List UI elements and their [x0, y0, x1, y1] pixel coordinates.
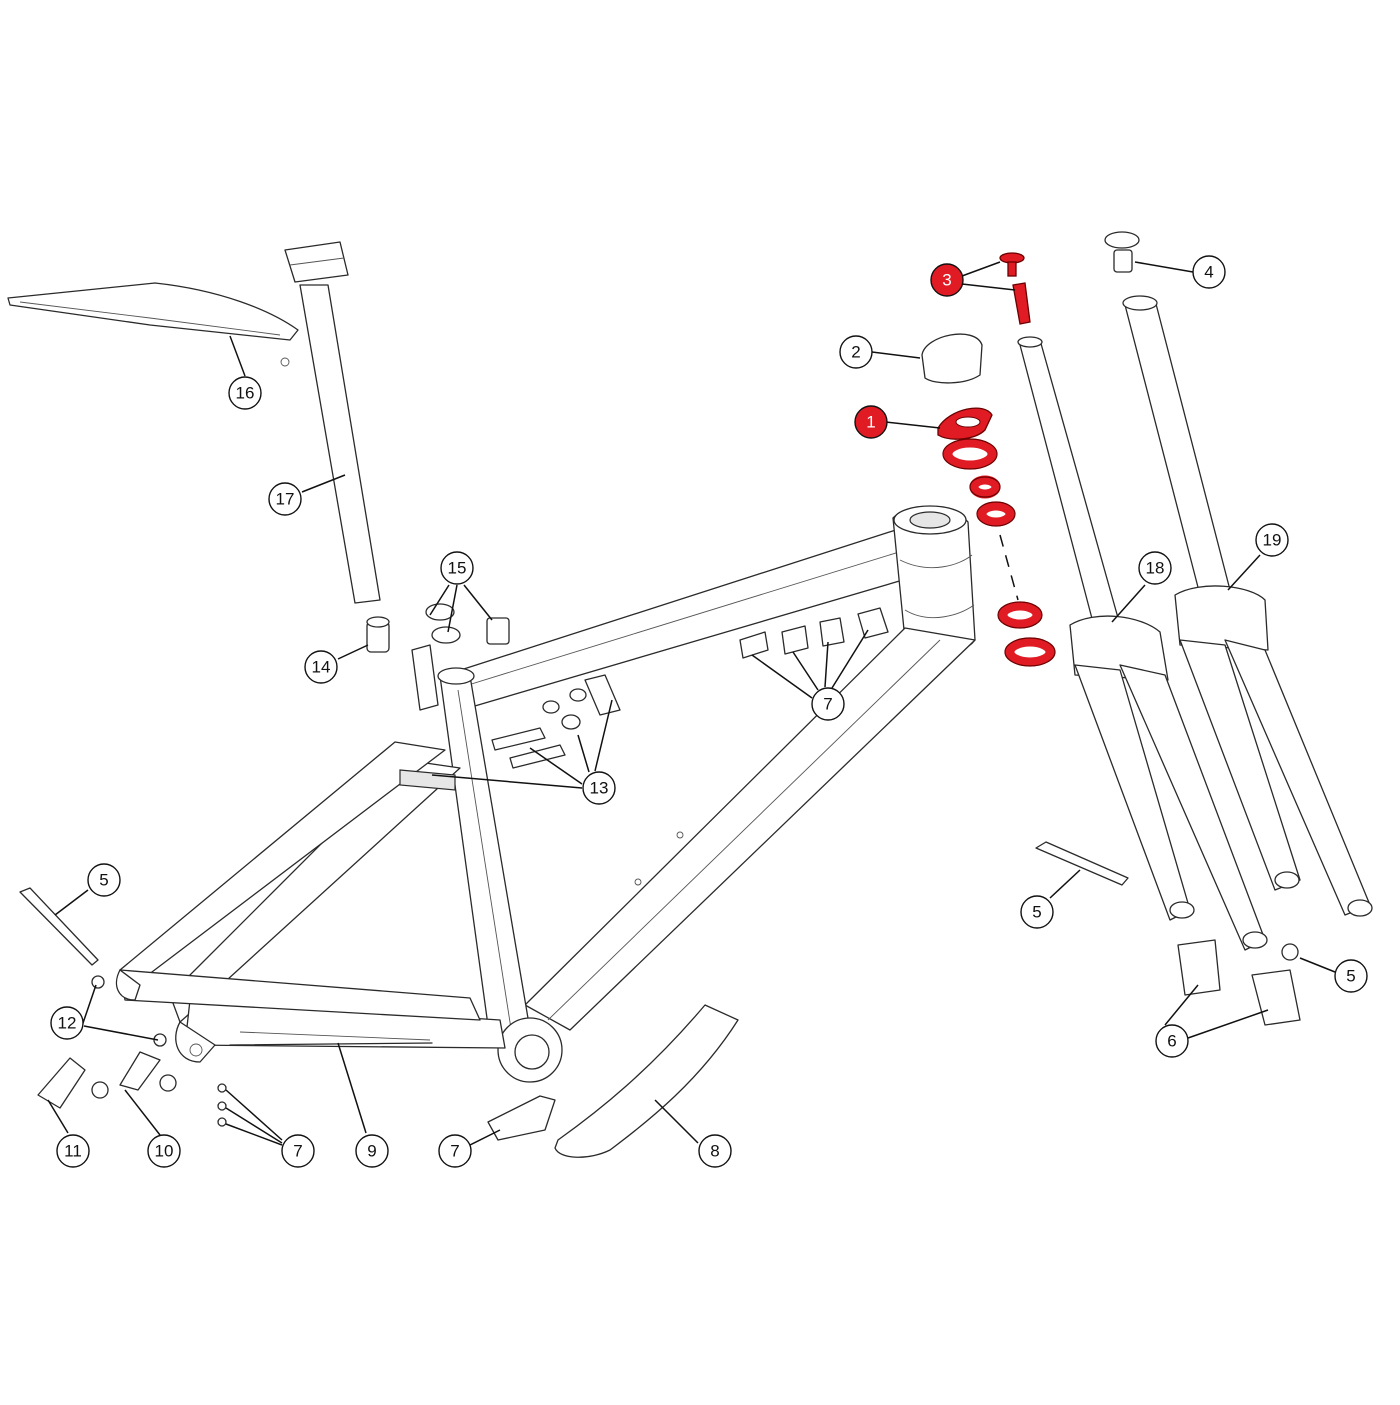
callout-7-top: 7: [811, 687, 845, 721]
leader-lines: [47, 261, 1336, 1146]
callout-label: 16: [236, 384, 255, 403]
rear-fender: [7, 282, 299, 367]
callout-label: 9: [367, 1142, 376, 1161]
cable-ports-7-top: [739, 607, 889, 659]
chainstay-protector-8: [554, 1004, 739, 1158]
callout-2: 2: [839, 335, 873, 369]
fork-18: [1017, 336, 1268, 951]
callout-label: 18: [1146, 559, 1165, 578]
callout-label: 10: [155, 1142, 174, 1161]
callout-16: 16: [228, 376, 262, 410]
callout-19: 19: [1255, 523, 1289, 557]
callouts: 1 2 3 4 5 5 5 6 7 7 7 8 9 10 11 12 13 14…: [50, 255, 1368, 1168]
seat-tube: [439, 675, 531, 1041]
callout-13: 13: [582, 771, 616, 805]
small-screws-7: [217, 1083, 227, 1127]
callout-1: 1: [854, 405, 888, 439]
callout-label: 11: [64, 1142, 82, 1161]
callout-label: 17: [276, 490, 295, 509]
callout-label: 5: [1346, 967, 1355, 986]
callout-label: 8: [710, 1142, 719, 1161]
callout-7-screws: 7: [281, 1134, 315, 1168]
callout-label: 12: [58, 1014, 77, 1033]
callout-label: 7: [450, 1142, 459, 1161]
spacer-cover-2: [921, 333, 983, 384]
callout-15: 15: [440, 551, 474, 585]
thru-axles-5: [19, 841, 1299, 966]
callout-4: 4: [1192, 255, 1226, 289]
callout-17: 17: [268, 482, 302, 516]
callout-5-mid: 5: [1020, 895, 1054, 929]
callout-8: 8: [698, 1134, 732, 1168]
callout-label: 14: [312, 658, 331, 677]
callout-label: 3: [942, 271, 951, 290]
callout-label: 5: [99, 871, 108, 890]
callout-9: 9: [355, 1134, 389, 1168]
chain-guide-7: [487, 1095, 556, 1141]
headset-parts-highlighted: [937, 252, 1056, 667]
callout-label: 5: [1032, 903, 1041, 922]
cable-guide-parts-15: [411, 603, 510, 711]
callout-3: 3: [930, 263, 964, 297]
callout-label: 7: [823, 695, 832, 714]
callout-5-right: 5: [1334, 959, 1368, 993]
callout-12: 12: [50, 1006, 84, 1040]
callout-18: 18: [1138, 551, 1172, 585]
callout-10: 10: [147, 1134, 181, 1168]
callout-7-guide: 7: [438, 1134, 472, 1168]
callout-label: 1: [866, 413, 875, 432]
callout-label: 6: [1167, 1032, 1176, 1051]
derailleur-hangers: [37, 1051, 177, 1109]
seatpost: [284, 241, 381, 604]
seat-clamp-part: [366, 616, 390, 653]
callout-label: 19: [1263, 531, 1282, 550]
callout-label: 7: [293, 1142, 302, 1161]
callout-label: 2: [851, 343, 860, 362]
top-cap-4: [1104, 231, 1140, 273]
callout-14: 14: [304, 650, 338, 684]
callout-label: 13: [590, 779, 609, 798]
bike-frame: [115, 505, 976, 1083]
internal-cable-9: [229, 1042, 433, 1046]
down-tube: [524, 627, 976, 1031]
callout-label: 15: [448, 559, 467, 578]
callout-5-left: 5: [87, 863, 121, 897]
small-bolts-12: [91, 975, 167, 1047]
fork-19: [1122, 295, 1373, 917]
callout-label: 4: [1204, 263, 1213, 282]
callout-11: 11: [56, 1134, 90, 1168]
callout-6: 6: [1155, 1024, 1189, 1058]
